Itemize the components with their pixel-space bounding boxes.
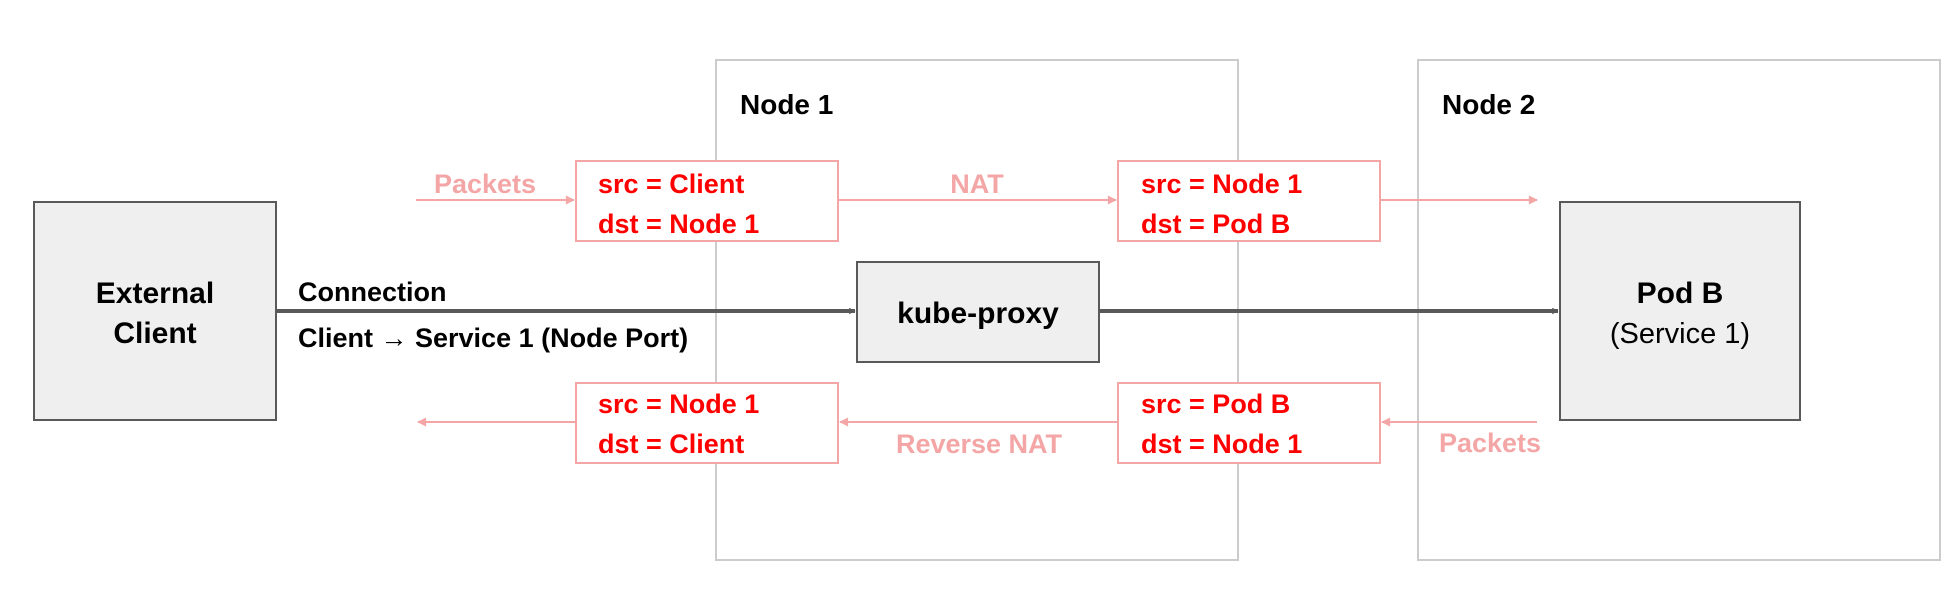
pod-b-name: Pod B bbox=[1637, 277, 1724, 310]
nat-label: NAT bbox=[950, 169, 1004, 199]
forward-packet-box-1: src = Client dst = Node 1 bbox=[575, 160, 839, 242]
kube-proxy-label: kube-proxy bbox=[897, 297, 1059, 330]
node-2-title: Node 2 bbox=[1442, 89, 1535, 120]
kube-proxy-box: kube-proxy bbox=[856, 261, 1100, 363]
reverse-box-1-dst: dst = Client bbox=[598, 429, 744, 459]
reverse-packet-box-2: src = Pod B dst = Node 1 bbox=[1117, 382, 1381, 464]
pod-b-subtitle: (Service 1) bbox=[1610, 318, 1750, 350]
node-1-title: Node 1 bbox=[740, 89, 833, 120]
connection-detail: Client → Service 1 (Node Port) bbox=[298, 323, 688, 353]
external-client-label-line1: External bbox=[96, 277, 214, 310]
reverse-box-2-src: src = Pod B bbox=[1141, 389, 1290, 419]
connection-label: Connection bbox=[298, 277, 447, 307]
external-client-box: External Client bbox=[33, 201, 277, 421]
forward-packet-box-2: src = Node 1 dst = Pod B bbox=[1117, 160, 1381, 242]
forward-box-1-dst: dst = Node 1 bbox=[598, 209, 759, 239]
forward-packets-label: Packets bbox=[434, 169, 536, 199]
pod-b-box: Pod B (Service 1) bbox=[1559, 201, 1801, 421]
reverse-nat-label: Reverse NAT bbox=[896, 429, 1063, 459]
forward-box-2-dst: dst = Pod B bbox=[1141, 209, 1290, 239]
forward-box-2-src: src = Node 1 bbox=[1141, 169, 1302, 199]
reverse-box-1-src: src = Node 1 bbox=[598, 389, 759, 419]
reverse-packet-box-1: src = Node 1 dst = Client bbox=[575, 382, 839, 464]
external-client-label-line2: Client bbox=[113, 317, 196, 350]
reverse-packets-label: Packets bbox=[1439, 428, 1541, 458]
forward-box-1-src: src = Client bbox=[598, 169, 744, 199]
reverse-box-2-dst: dst = Node 1 bbox=[1141, 429, 1302, 459]
